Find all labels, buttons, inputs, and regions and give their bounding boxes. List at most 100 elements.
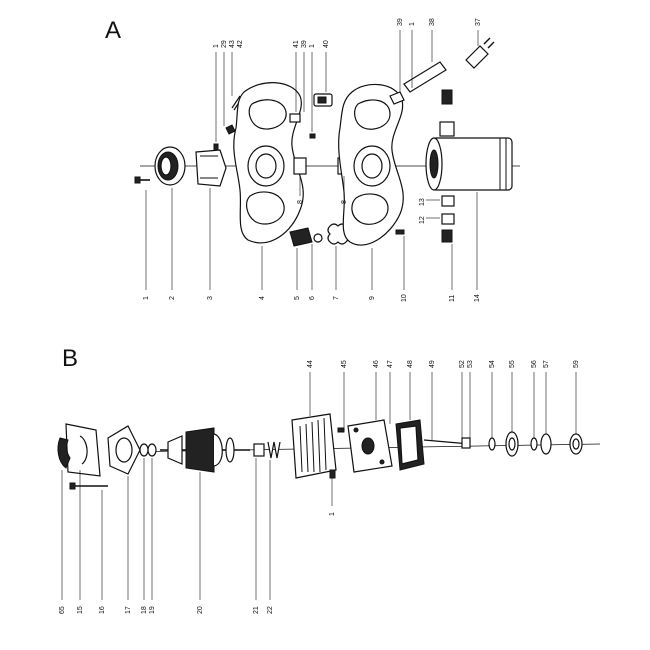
label-a-top-29: 29: [221, 40, 228, 48]
label-b-17: 17: [125, 606, 132, 614]
label-a-8a: 8: [297, 200, 304, 204]
armature-part-20: [160, 427, 250, 473]
collet-part-59: [569, 433, 583, 455]
screw-part-45: [337, 427, 345, 433]
label-b-52: 52: [459, 360, 466, 368]
label-a-10: 10: [401, 294, 408, 302]
label-a-top-38: 38: [429, 18, 436, 26]
label-b-18: 18: [141, 606, 148, 614]
label-b-44: 44: [307, 360, 314, 368]
label-a-7: 7: [333, 296, 340, 300]
brush-part-13: [441, 195, 455, 207]
label-b-56: 56: [531, 360, 538, 368]
section-b-top-labels: 44 45 46 47 48 49 52 53 54 55 56 57 59: [307, 360, 580, 368]
label-a-top-40: 40: [323, 40, 330, 48]
gear-part-21: [253, 443, 265, 457]
label-b-22: 22: [267, 606, 274, 614]
label-b-49: 49: [429, 360, 436, 368]
switch-part-41: [289, 113, 301, 123]
label-b-47: 47: [387, 360, 394, 368]
label-a-top-39: 39: [301, 40, 308, 48]
label-a-5: 5: [294, 296, 301, 300]
label-b-45: 45: [341, 360, 348, 368]
collar-part-52: [461, 437, 471, 449]
brush-holder-part-3: [195, 149, 227, 187]
label-b-54: 54: [489, 360, 496, 368]
section-a-label: A: [105, 17, 121, 44]
label-a-top-43: 43: [229, 40, 236, 48]
label-a-13: 13: [419, 198, 426, 206]
end-cap-part-2: [154, 146, 186, 186]
label-a-9: 9: [369, 296, 376, 300]
plug-part-37: [465, 37, 495, 69]
magnet-part-8a: [293, 157, 307, 175]
label-a-11: 11: [449, 295, 456, 302]
screw-part-1b: [309, 133, 316, 139]
plate-part-5: [289, 227, 313, 247]
clip-part-43: [225, 124, 236, 135]
label-a-3: 3: [207, 296, 214, 300]
label-b-21: 21: [253, 606, 260, 614]
cover-plate-part-48: [395, 419, 425, 471]
label-a-14: 14: [474, 294, 481, 302]
screw-part-1-b: [329, 469, 336, 479]
section-a-drawing: [134, 30, 520, 290]
label-a-top-37: 37: [475, 18, 482, 26]
label-b-19: 19: [149, 606, 156, 614]
section-b-label: B: [62, 345, 78, 372]
label-b-53: 53: [467, 360, 474, 368]
brush-cap-top: [441, 89, 453, 105]
stator-part-15: [57, 423, 101, 477]
label-a-4: 4: [259, 296, 266, 300]
label-a-1: 1: [143, 296, 150, 300]
label-b-1: 1: [329, 512, 336, 516]
label-b-48: 48: [407, 360, 414, 368]
screw-part-1: [134, 176, 150, 184]
screw-part-29: [213, 143, 219, 151]
brush-cap-part-11: [441, 229, 453, 243]
label-a-top-39b: 39: [397, 18, 404, 26]
label-b-65: 65: [59, 606, 66, 614]
brush-spring-part-12: [441, 213, 455, 225]
section-a-bottom-labels: 1 2 3 4 5 6 7 9 10 11 14: [143, 294, 481, 302]
right-housing-part-9: [338, 83, 404, 246]
label-a-8b: 8: [341, 200, 348, 204]
label-a-top-1: 1: [213, 44, 220, 48]
label-a-12: 12: [419, 216, 426, 224]
section-a-top-labels: 1 29 43 42 41 39 1 40 39 1 38 37: [213, 18, 482, 48]
fan-housing-part-44: [291, 413, 337, 479]
screw-part-10: [395, 229, 405, 235]
screw-part-16: [69, 482, 108, 490]
bearing-part-18: [139, 443, 149, 457]
cord-guard-part-38: [403, 61, 447, 93]
section-b-drawing: [57, 372, 601, 600]
label-b-57: 57: [543, 360, 550, 368]
circlip-part-57: [540, 433, 552, 455]
label-b-59: 59: [573, 360, 580, 368]
brush-holder-top: [439, 121, 455, 137]
switch-part-40: [313, 93, 333, 107]
label-a-top-1c: 1: [409, 22, 416, 26]
bearing-part-19: [147, 443, 157, 457]
label-a-6: 6: [309, 296, 316, 300]
section-b-bottom-labels: 65 15 16 17 18 19 20 21 22: [59, 606, 274, 614]
baffle-part-17: [107, 425, 141, 475]
spring-part-22: [267, 441, 281, 459]
ring-part-54: [488, 437, 496, 451]
label-b-55: 55: [509, 360, 516, 368]
label-b-20: 20: [197, 606, 204, 614]
section-a-middle-labels: 8 8 13 12: [297, 198, 426, 224]
label-b-46: 46: [373, 360, 380, 368]
gearbox-part-46: [347, 419, 393, 473]
label-a-2: 2: [169, 296, 176, 300]
clamp-part-39: [389, 91, 405, 105]
label-b-16: 16: [99, 606, 106, 614]
washer-part-6: [313, 233, 323, 243]
motor-housing-part-14: [425, 137, 513, 191]
left-housing-part-4: [233, 82, 304, 244]
label-a-top-41: 41: [293, 40, 300, 48]
label-a-top-1b: 1: [309, 44, 316, 48]
washer-part-56: [530, 437, 538, 451]
label-b-15: 15: [77, 606, 84, 614]
